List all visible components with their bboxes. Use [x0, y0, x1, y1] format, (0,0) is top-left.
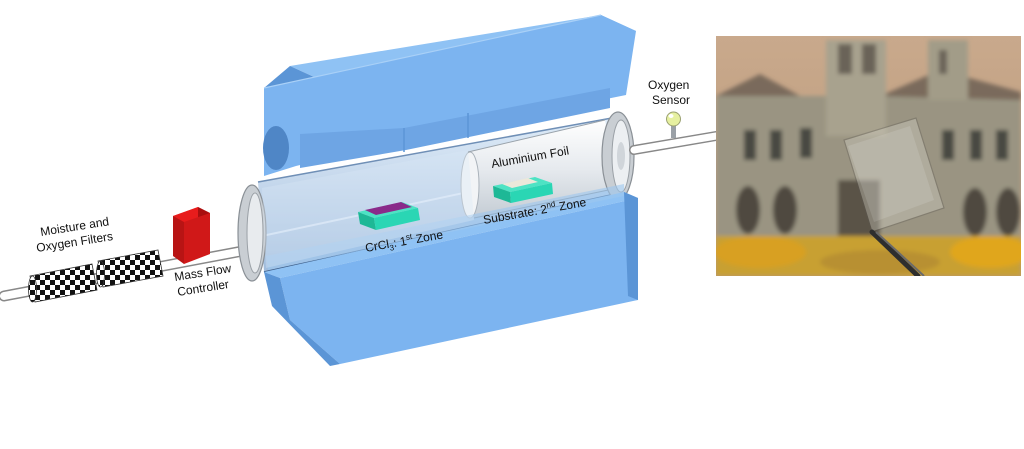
mass-flow-controller [173, 207, 210, 264]
left-flange [237, 184, 267, 282]
outlet-line [629, 131, 721, 155]
precursor-label-tail: Zone [411, 227, 444, 246]
label-moisture-filters: Moisture and Oxygen Filters [35, 214, 114, 255]
precursor-label-sub: 3 [389, 243, 395, 253]
sample-photo [716, 36, 1021, 276]
sensor-label-line1: Oxygen [648, 78, 689, 92]
precursor-label-mid: : 1 [392, 234, 408, 250]
precursor-label-sup: st [405, 232, 413, 242]
svg-text:CrCl3: 1st Zone: CrCl3: 1st Zone [364, 226, 445, 256]
precursor-boat [358, 202, 420, 230]
label-precursor-zone: CrCl3: 1st Zone [364, 226, 445, 256]
oxygen-sensor [666, 111, 681, 138]
label-oxygen-sensor: Oxygen Sensor [648, 78, 690, 107]
filter-2 [96, 249, 164, 288]
substrate-boat [493, 177, 553, 203]
furnace-body [264, 184, 638, 366]
furnace-lid [263, 14, 636, 176]
sensor-label-line2: Sensor [652, 93, 690, 107]
quartz-tube-front [262, 150, 474, 268]
substrate-label-tail: Zone [555, 195, 588, 214]
filter-1 [28, 263, 98, 303]
label-mass-flow: Mass Flow Controller [173, 261, 232, 299]
precursor-label-base: CrCl [364, 237, 390, 255]
substrate-label-sup: nd [546, 199, 556, 209]
